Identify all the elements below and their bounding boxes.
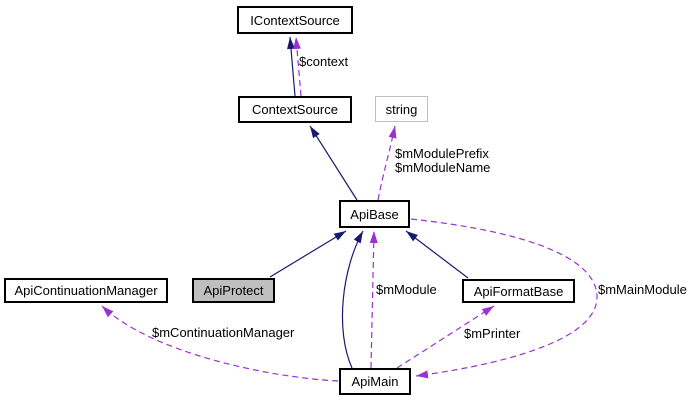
node-apicontinuationmanager[interactable]: ApiContinuationManager	[4, 278, 168, 303]
edge-apiformatbase-apibase-inheritance	[405, 230, 469, 279]
edge-label-context: $context	[299, 54, 349, 69]
edge-label-mmainmodule: $mMainModule	[598, 282, 687, 297]
node-string: string	[375, 96, 428, 122]
node-apiformatbase[interactable]: ApiFormatBase	[462, 279, 575, 303]
edge-label-mmoduleprefix: $mModulePrefix	[395, 146, 489, 161]
edge-apibase-contextsource-inheritance	[309, 125, 358, 201]
node-apibase[interactable]: ApiBase	[339, 200, 410, 228]
edge-apimain-apiformatbase-usage-mprinter	[396, 305, 495, 369]
edge-label-mprinter: $mPrinter	[464, 326, 521, 341]
edge-apiprotect-apibase-inheritance	[269, 230, 347, 278]
edge-apimain-apicontinuationmanager-usage	[101, 305, 339, 382]
edge-label-mcontinuationmanager: $mContinuationManager	[152, 325, 295, 340]
node-icontextsource[interactable]: IContextSource	[237, 6, 353, 34]
edge-apibase-string-usage-modulename	[377, 125, 397, 201]
edge-apibase-apimain-usage-mmainmodule	[410, 218, 598, 379]
edge-label-mmodule: $mModule	[376, 282, 437, 297]
edge-label-mmodulename: $mModuleName	[395, 160, 491, 175]
node-apiprotect-current: ApiProtect	[192, 278, 275, 303]
node-apimain[interactable]: ApiMain	[339, 368, 411, 395]
edge-apimain-apibase-inheritance	[341, 230, 364, 369]
node-contextsource[interactable]: ContextSource	[238, 96, 352, 123]
edge-apimain-apibase-usage-mmodule	[369, 230, 378, 369]
edge-contextsource-icontextsource-inheritance	[287, 36, 296, 97]
